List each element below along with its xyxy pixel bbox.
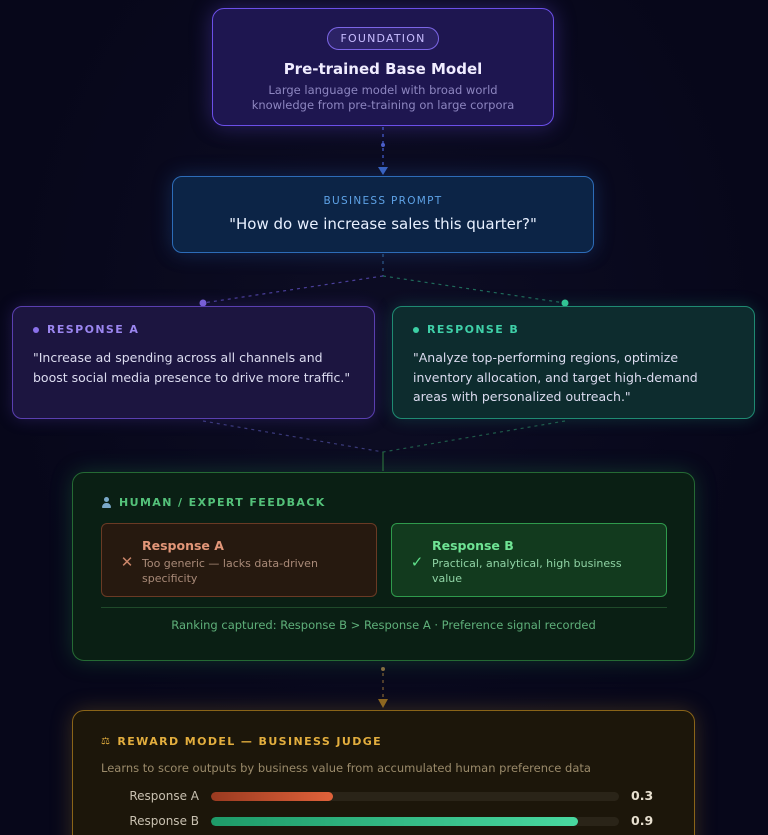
connector-dot-a <box>199 299 207 307</box>
prompt-label: BUSINESS PROMPT <box>323 195 443 207</box>
foundation-node: FOUNDATION Pre-trained Base Model Large … <box>212 8 554 126</box>
feedback-card-a-name: Response A <box>142 538 224 553</box>
score-row-b: Response B 0.9 <box>73 813 694 829</box>
connector-a-feedback <box>202 420 384 453</box>
feedback-card-b-note: Practical, analytical, high business val… <box>432 557 622 585</box>
feedback-card-a-note: Too generic — lacks data-driven specific… <box>142 557 318 585</box>
score-track-b <box>211 817 619 826</box>
foundation-badge: FOUNDATION <box>327 27 439 50</box>
reward-header: ⚖ REWARD MODEL — BUSINESS JUDGE <box>101 735 382 748</box>
feedback-card-b-name: Response B <box>432 538 514 553</box>
scale-icon: ⚖ <box>101 736 112 747</box>
prompt-node: BUSINESS PROMPT "How do we increase sale… <box>172 176 594 253</box>
response-b-text: "Analyze top-performing regions, optimiz… <box>413 350 698 404</box>
response-a-text: "Increase ad spending across all channel… <box>33 350 351 385</box>
arrow-head <box>378 167 388 175</box>
feedback-summary: Ranking captured: Response B > Response … <box>171 618 596 632</box>
feedback-card-b: ✓ Response B Practical, analytical, high… <box>391 523 667 597</box>
reward-title: REWARD MODEL — BUSINESS JUDGE <box>117 735 383 748</box>
score-bar-b <box>211 817 579 826</box>
reward-description: Learns to score outputs by business valu… <box>101 761 591 775</box>
response-a-header: RESPONSE A <box>33 323 354 336</box>
score-label-a: Response A <box>129 789 199 803</box>
connector-b-feedback <box>382 420 566 453</box>
feedback-divider <box>101 607 667 608</box>
score-row-a: Response A 0.3 <box>73 788 694 804</box>
bullet-dot-icon <box>413 326 419 333</box>
score-value-b: 0.9 <box>631 813 654 828</box>
score-value-a: 0.3 <box>631 788 654 803</box>
cross-icon: ✕ <box>120 553 134 571</box>
score-label-b: Response B <box>129 814 199 828</box>
feedback-card-a-body: Response A Too generic — lacks data-driv… <box>142 538 342 586</box>
bullet-dot-icon <box>33 326 39 333</box>
score-bar-a <box>211 792 334 801</box>
response-b-header: RESPONSE B <box>413 323 734 336</box>
foundation-description: Large language model with broad world kn… <box>251 83 515 112</box>
response-b-label: RESPONSE B <box>427 323 520 336</box>
connector-prompt-a <box>202 275 384 304</box>
score-track-a <box>211 792 619 801</box>
foundation-title: Pre-trained Base Model <box>283 60 483 78</box>
reward-node: ⚖ REWARD MODEL — BUSINESS JUDGE Learns t… <box>72 710 695 835</box>
connector-dot <box>381 667 385 671</box>
prompt-text: "How do we increase sales this quarter?" <box>229 215 537 233</box>
feedback-node: HUMAN / EXPERT FEEDBACK ✕ Response A Too… <box>72 472 695 661</box>
feedback-title: HUMAN / EXPERT FEEDBACK <box>119 496 326 509</box>
feedback-card-a: ✕ Response A Too generic — lacks data-dr… <box>101 523 377 597</box>
response-a-node: RESPONSE A "Increase ad spending across … <box>12 306 375 419</box>
connector-prompt-b <box>382 275 566 304</box>
feedback-header: HUMAN / EXPERT FEEDBACK <box>101 496 326 509</box>
response-b-node: RESPONSE B "Analyze top-performing regio… <box>392 306 755 419</box>
person-icon <box>101 497 112 508</box>
check-icon: ✓ <box>410 553 424 571</box>
feedback-card-b-body: Response B Practical, analytical, high b… <box>432 538 632 586</box>
arrow-head <box>378 699 388 708</box>
connector-dot-b <box>561 299 569 307</box>
response-a-label: RESPONSE A <box>47 323 140 336</box>
connector-dot <box>381 143 385 147</box>
